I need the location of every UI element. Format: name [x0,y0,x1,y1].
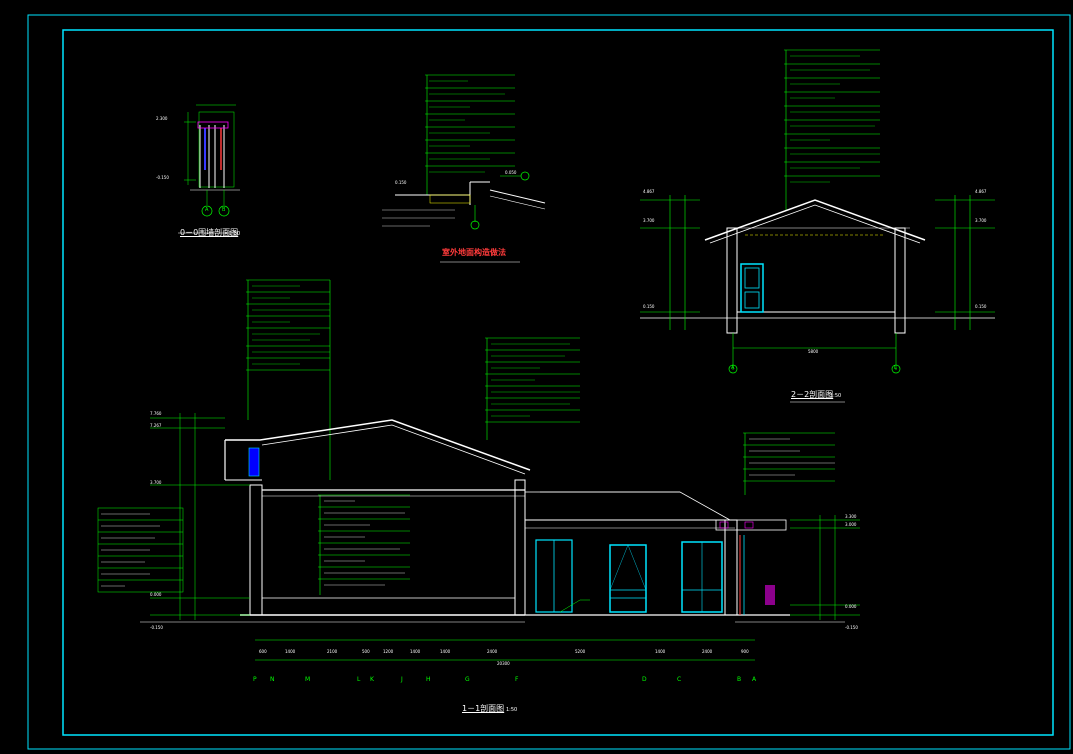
axis-bubble-H: H [426,676,431,683]
axis-bubble-F: F [515,676,519,683]
elev-right-2: 3.000 [845,522,857,527]
elev-0-0-2: -0.150 [156,175,169,180]
dim-seg-3: 2100 [327,649,338,654]
elev-floor-2: 0.050 [505,170,517,175]
axis-bubble-P: P [253,676,257,683]
elev-left-4: 0.000 [150,592,162,597]
axis-bubble-2-2-A: A [731,365,735,371]
elev-left-5: -0.150 [150,625,163,630]
drawing-frame [27,14,1071,750]
elev-2-2-left-1: 4.867 [643,189,655,194]
section-2-2-title-text: 2－2剖面图 [791,390,834,399]
section-2-2-drawing [640,49,995,403]
dim-seg-12: 900 [741,649,749,654]
wall-section-detail [178,104,240,234]
elev-2-2-left-2: 3.700 [643,218,655,223]
section-1-1-drawing [97,279,860,661]
dim-seg-5: 1200 [383,649,394,654]
axis-bubble-A: A [752,676,757,683]
dim-2-2-total: 5800 [808,349,819,354]
section-1-1-scale: 1:50 [506,707,518,713]
axis-bubble-2-2-L: L [894,365,897,371]
section-1-1-title-text: 1－1剖面图 [462,704,505,713]
dim-seg-4: 500 [362,649,370,654]
dim-seg-1: 600 [259,649,267,654]
elev-left-1: 7.760 [150,411,162,416]
axis-bubble-0-0-B: B [222,207,226,213]
elev-2-2-right-3: 0.150 [975,304,987,309]
elev-floor-1: 0.150 [395,180,407,185]
axis-bubble-B: B [737,676,742,683]
axis-bubble-0-0-A: A [205,207,209,213]
section-2-2-scale: 1:50 [830,393,842,399]
elev-left-3: 3.700 [150,480,162,485]
axis-bubble-N: N [270,676,275,683]
detail-0-0-title-text: 0－0围墙剖面图 [180,228,239,237]
elev-0-0-1: 2.300 [156,116,168,121]
axis-bubble-K: K [370,676,374,683]
axis-bubble-J: J [401,676,403,683]
floor-detail-title: 室外地面构造做法 [442,248,506,257]
dim-seg-2: 1400 [285,649,296,654]
dim-seg-6: 1400 [410,649,421,654]
elev-right-4: -0.150 [845,625,858,630]
floor-construction-detail [382,74,546,263]
dim-seg-8: 2400 [487,649,498,654]
axis-bubble-C: C [677,676,682,683]
elev-right-1: 3.300 [845,514,857,519]
axis-bubble-G: G [465,676,470,683]
elev-left-2: 7.267 [150,423,162,428]
dim-total: 20300 [497,661,510,666]
elev-2-2-right-2: 3.700 [975,218,987,223]
section-1-1-title: 1－1剖面图 [462,705,504,713]
dim-seg-9: 5200 [575,649,586,654]
detail-0-0-title: 0－0围墙剖面图 [180,229,238,237]
elev-right-3: 0.000 [845,604,857,609]
section-2-2-title: 2－2剖面图 [791,391,833,399]
dim-seg-11: 2400 [702,649,713,654]
dim-seg-10: 1400 [655,649,666,654]
detail-0-0-scale: 1:50 [229,231,241,237]
elev-2-2-left-3: 0.150 [643,304,655,309]
axis-bubble-L: L [357,676,361,683]
dim-seg-7: 1400 [440,649,451,654]
axis-bubble-M: M [305,676,311,683]
axis-bubble-D: D [642,676,647,683]
elev-2-2-right-1: 4.867 [975,189,987,194]
